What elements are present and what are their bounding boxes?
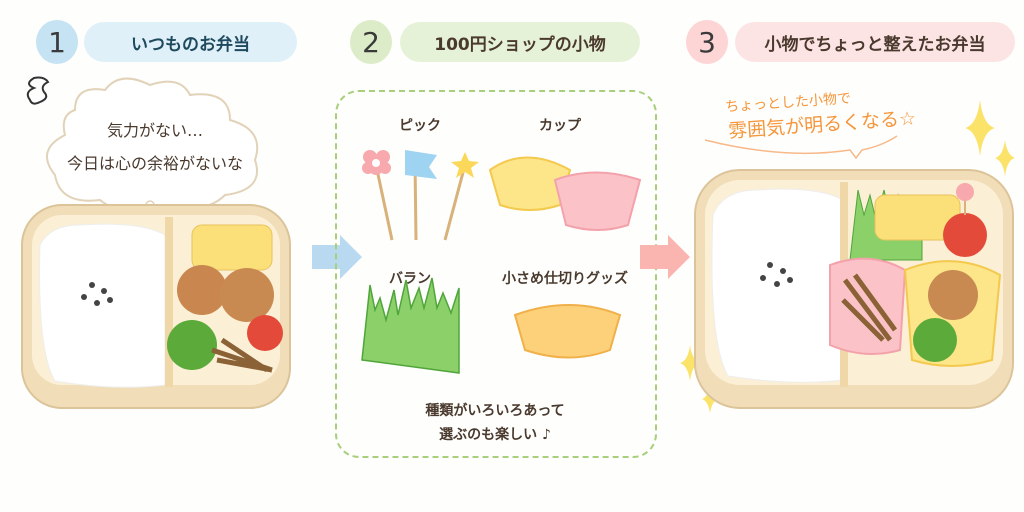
arrow-right-icon	[640, 235, 690, 279]
caption-line-2: 選ぶのも楽しい ♪	[439, 427, 551, 443]
decorated-bento-illustration	[694, 169, 1014, 409]
baran-illustration	[361, 277, 460, 374]
divider-cup-illustration	[513, 304, 622, 359]
cups-illustration	[488, 156, 642, 231]
picks-illustration	[362, 150, 479, 241]
step-1-title: いつものお弁当	[84, 22, 297, 62]
step-1-number: 1	[36, 20, 78, 64]
bubble-line-1: 気力がない…	[106, 121, 203, 140]
step-2-number: 2	[350, 20, 392, 64]
pick-label: ピック	[399, 118, 441, 134]
sparkle-icon	[680, 100, 1015, 413]
goods-panel	[335, 90, 657, 458]
baran-label: バラン	[389, 271, 431, 287]
divider-label: 小さめ仕切りグッズ	[502, 271, 628, 287]
cup-label: カップ	[539, 118, 581, 134]
plain-bento-illustration	[21, 204, 291, 409]
step-3-number: 3	[686, 20, 728, 64]
caption-line-1: 種類がいろいろあって	[425, 403, 565, 419]
bubble-line-2: 今日は心の余裕がないな	[66, 154, 243, 173]
step-3-title: 小物でちょっと整えたお弁当	[735, 22, 1015, 62]
arrow-right-icon	[312, 235, 362, 279]
step-2-title: 100円ショップの小物	[400, 22, 640, 62]
